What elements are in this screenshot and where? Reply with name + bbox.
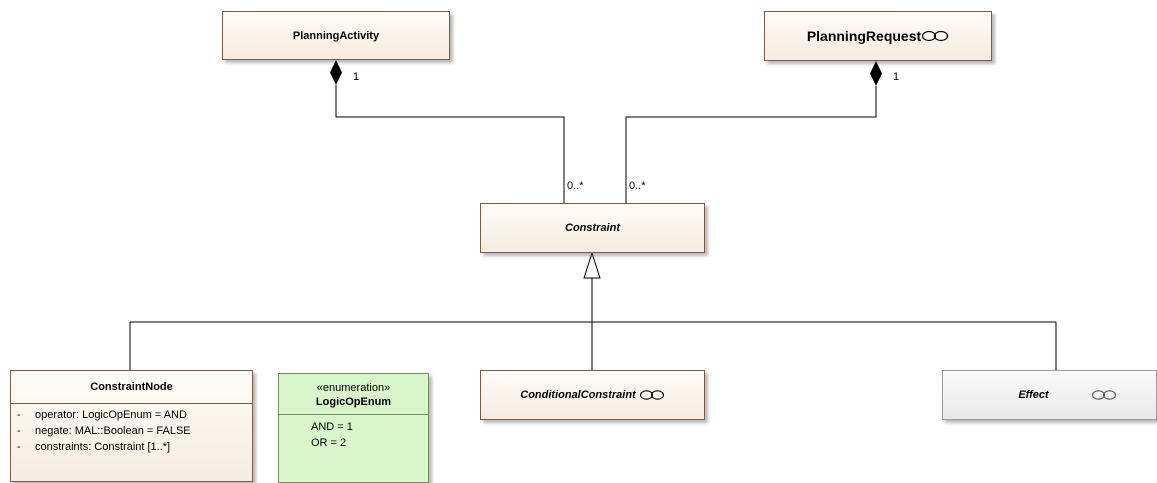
class-name: ConstraintNode (90, 381, 173, 393)
link-lens-icon (1091, 390, 1116, 400)
link-lens-icon (639, 390, 664, 400)
composition-diamond-activity (330, 60, 342, 85)
multiplicity-activity-whole: 1 (353, 71, 360, 83)
class-constraint-node[interactable]: ConstraintNode - operator: LogicOpEnum =… (10, 370, 253, 482)
visibility-marker: - (17, 409, 21, 421)
class-constraint[interactable]: Constraint (480, 203, 705, 253)
class-planning-activity[interactable]: PlanningActivity (222, 11, 450, 60)
multiplicity-activity-part: 0..* (567, 180, 584, 192)
link-lens-icon (922, 30, 949, 42)
enum-logic-op[interactable]: «enumeration» LogicOpEnum AND = 1 OR = 2 (278, 373, 429, 483)
class-effect[interactable]: Effect (942, 370, 1157, 420)
class-name: Constraint (565, 222, 620, 234)
enum-literal[interactable]: AND = 1 (311, 421, 353, 433)
composition-diamond-request (870, 61, 882, 86)
attribute-text: negate: MAL::Boolean = FALSE (35, 425, 191, 437)
class-planning-request[interactable]: PlanningRequest (764, 11, 992, 61)
composition-line-activity[interactable] (335, 85, 565, 203)
enum-header: «enumeration» LogicOpEnum (279, 374, 428, 409)
class-conditional-constraint[interactable]: ConditionalConstraint (480, 370, 705, 420)
generalization-arrowhead (583, 251, 601, 279)
multiplicity-request-part: 0..* (629, 180, 646, 192)
attribute-row[interactable]: - operator: LogicOpEnum = AND (11, 407, 252, 423)
visibility-marker: - (17, 441, 21, 453)
composition-line-request[interactable] (625, 86, 877, 203)
attribute-text: constraints: Constraint [1..*] (35, 441, 171, 453)
enum-name: LogicOpEnum (315, 396, 392, 408)
class-name: PlanningActivity (292, 29, 380, 42)
class-name: PlanningRequest (806, 28, 922, 44)
enum-literal[interactable]: OR = 2 (311, 437, 347, 449)
attribute-row[interactable]: - negate: MAL::Boolean = FALSE (11, 423, 252, 439)
attribute-row[interactable]: - constraints: Constraint [1..*] (11, 439, 252, 455)
class-name: ConditionalConstraint (520, 389, 636, 401)
multiplicity-request-whole: 1 (893, 71, 900, 83)
attribute-text: operator: LogicOpEnum = AND (35, 409, 187, 421)
attribute-compartment: - operator: LogicOpEnum = AND - negate: … (11, 403, 252, 455)
class-name: Effect (1018, 389, 1049, 401)
visibility-marker: - (17, 425, 21, 437)
enum-stereotype: «enumeration» (316, 382, 391, 394)
literal-compartment: AND = 1 OR = 2 (279, 414, 428, 451)
